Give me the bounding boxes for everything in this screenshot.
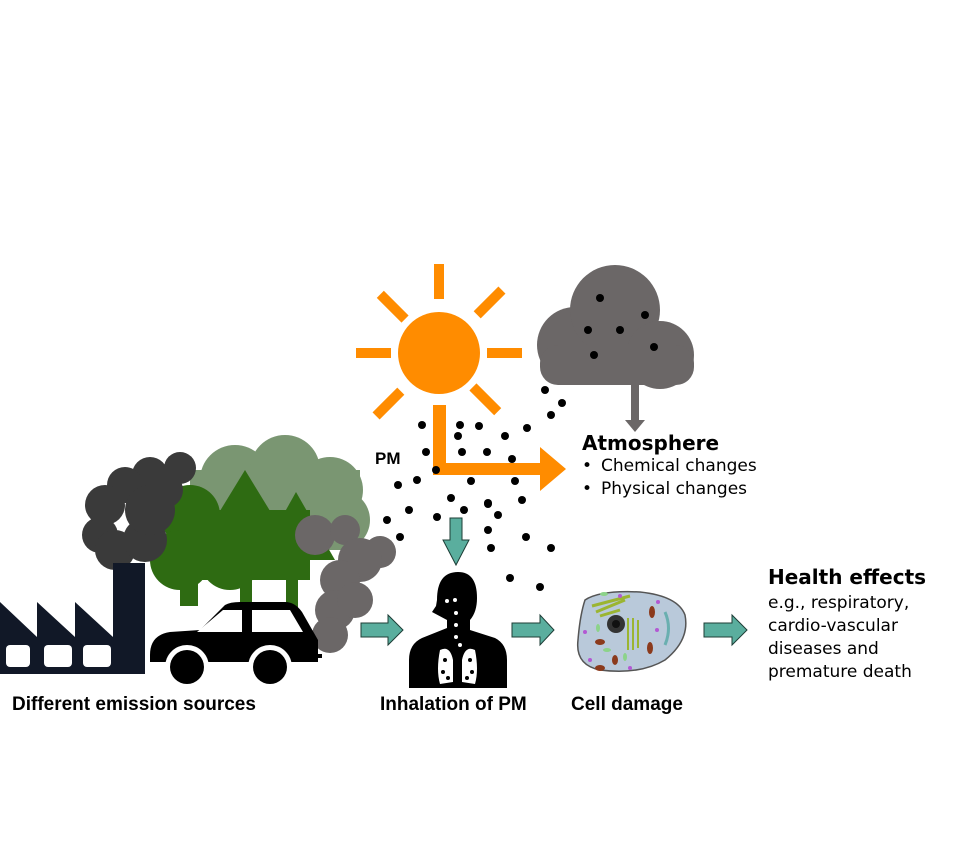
person-lungs-icon [409,572,507,688]
health-effects-box: Health effects e.g., respiratory, cardio… [768,565,926,684]
pm-label: PM [375,449,401,468]
car-exhaust-icon [295,515,396,653]
atmosphere-title: Atmosphere [582,431,720,455]
car-icon [150,602,322,689]
factory-icon [0,563,145,674]
atmosphere-list: Chemical changes Physical changes [582,455,757,501]
cell-damage-label: Cell damage [571,694,683,715]
particle-dots [383,386,566,591]
health-effects-line: premature death [768,662,912,682]
sun-icon [356,264,522,420]
cloud-down-arrow-icon [625,385,645,432]
atmosphere-item: Physical changes [582,478,757,501]
flow-arrow-icon [360,517,748,647]
health-effects-line: e.g., respiratory, [768,593,910,613]
factory-smoke-icon [82,452,196,570]
cell-icon [576,590,687,672]
health-effects-line: cardio-vascular [768,616,898,636]
atmosphere-box: Atmosphere Chemical changes Physical cha… [582,431,757,501]
sunlight-arrow-icon [433,405,566,491]
emission-sources-label: Different emission sources [12,694,256,715]
cloud-icon [537,265,694,389]
inhalation-label: Inhalation of PM [380,694,527,715]
health-effects-line: diseases and [768,639,879,659]
atmosphere-item: Chemical changes [582,455,757,478]
health-effects-title: Health effects [768,565,927,589]
